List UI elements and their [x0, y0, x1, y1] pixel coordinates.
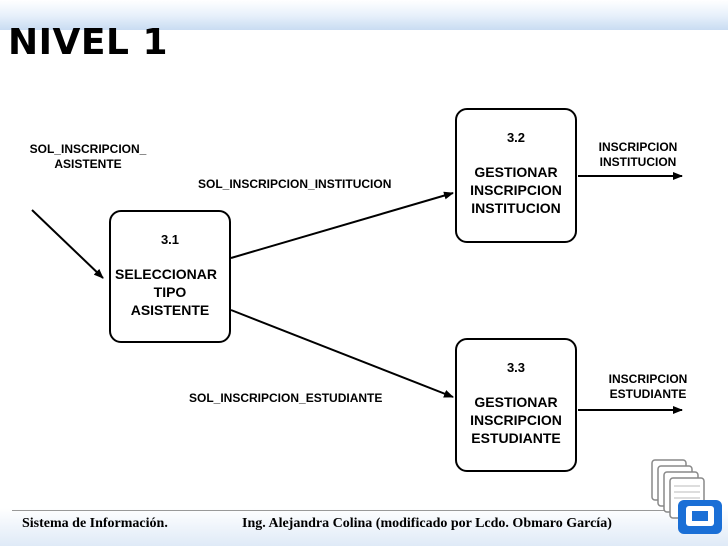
flow-label-to-institucion: SOL_INSCRIPCION_INSTITUCION	[198, 177, 392, 191]
process-name-line: SELECCIONAR	[115, 266, 217, 282]
header-band	[0, 0, 728, 30]
arrow-to-estudiante	[230, 309, 454, 398]
process-name-line: GESTIONAR	[474, 164, 558, 180]
process-name-line: ESTUDIANTE	[471, 430, 561, 446]
arrow-to-institucion	[230, 191, 454, 259]
process-name-line: TIPO	[153, 284, 187, 300]
flow-label-out-estudiante: INSCRIPCION ESTUDIANTE	[598, 372, 698, 402]
arrow-input	[31, 209, 104, 279]
flow-label-out-institucion-line1: INSCRIPCION	[598, 140, 678, 154]
flow-label-out-estudiante-line2: ESTUDIANTE	[609, 387, 687, 401]
process-name-line: INSCRIPCION	[470, 182, 562, 198]
process-name-line: INSCRIPCION	[470, 412, 562, 428]
process-number: 3.2	[506, 130, 526, 145]
process-name-line: INSTITUCION	[471, 200, 561, 216]
document-stack-logo-icon	[651, 459, 722, 534]
flow-label-input-line2: ASISTENTE	[54, 157, 122, 171]
flow-label-out-estudiante-line1: INSCRIPCION	[608, 372, 688, 386]
process-3-1[interactable]: 3.1 SELECCIONAR TIPO ASISTENTE	[109, 210, 231, 343]
flow-label-out-institucion-line2: INSTITUCION	[599, 155, 677, 169]
footer-left-text: Sistema de Información.	[22, 516, 168, 531]
process-name-line: ASISTENTE	[130, 302, 210, 318]
process-name-line: GESTIONAR	[474, 394, 558, 410]
footer-band	[0, 508, 728, 546]
flow-label-to-estudiante: SOL_INSCRIPCION_ESTUDIANTE	[189, 391, 383, 405]
flow-label-out-institucion: INSCRIPCION INSTITUCION	[588, 140, 688, 170]
process-number: 3.1	[160, 232, 180, 247]
footer-divider	[12, 510, 668, 511]
page-title: NIVEL 1	[8, 22, 168, 63]
flow-label-input-line1: SOL_INSCRIPCION_	[29, 142, 147, 156]
footer-right-text: Ing. Alejandra Colina (modificado por Lc…	[242, 516, 612, 531]
flow-label-input: SOL_INSCRIPCION_ ASISTENTE	[16, 142, 160, 172]
process-3-3[interactable]: 3.3 GESTIONAR INSCRIPCION ESTUDIANTE	[455, 338, 577, 472]
process-number: 3.3	[506, 360, 526, 375]
process-3-2[interactable]: 3.2 GESTIONAR INSCRIPCION INSTITUCION	[455, 108, 577, 243]
